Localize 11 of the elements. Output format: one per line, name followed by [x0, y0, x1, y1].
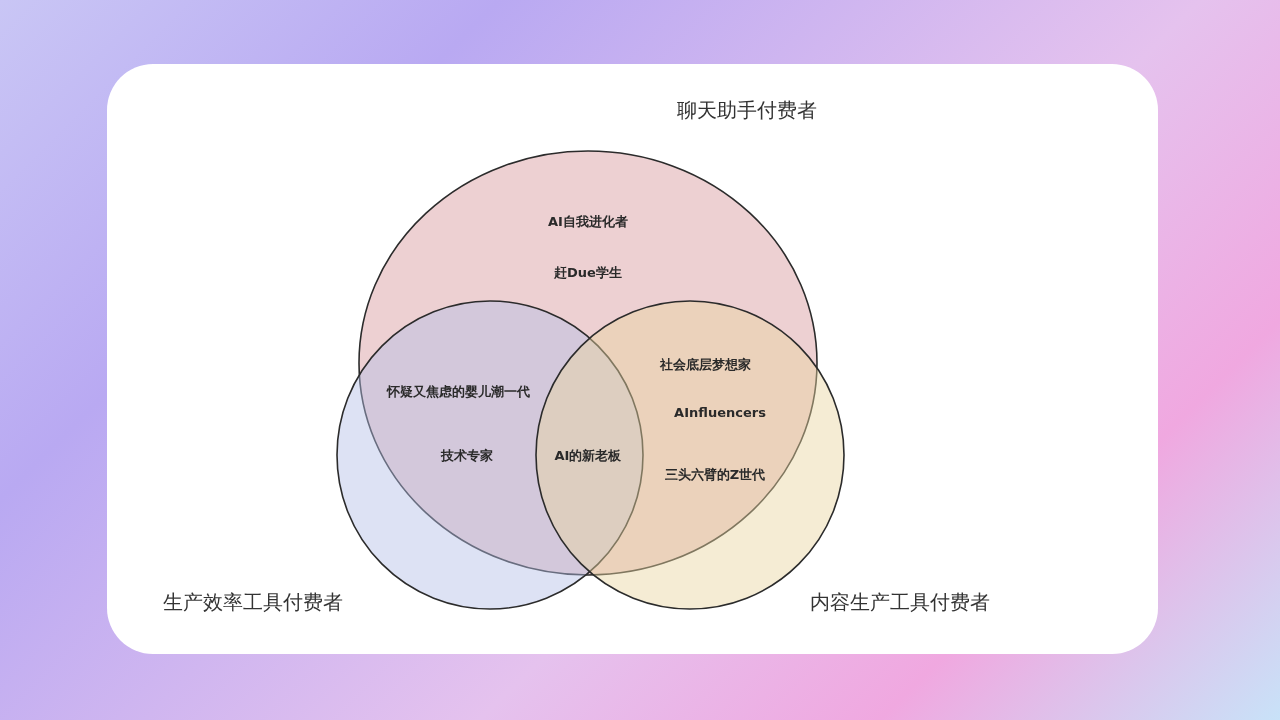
region-label: AI的新老板 [554, 447, 622, 465]
region-label: 技术专家 [441, 447, 493, 465]
set-label: 聊天助手付费者 [677, 96, 817, 124]
set-label: 生产效率工具付费者 [163, 588, 343, 616]
region-label: 社会底层梦想家 [659, 356, 751, 374]
region-label: AI自我进化者 [548, 213, 628, 231]
region-label: AInfluencers [674, 404, 766, 420]
region-label: 赶Due学生 [554, 264, 622, 282]
region-label: 怀疑又焦虑的婴儿潮一代 [386, 383, 530, 401]
region-label: 三头六臂的Z世代 [664, 466, 766, 484]
set-label: 内容生产工具付费者 [810, 588, 990, 616]
